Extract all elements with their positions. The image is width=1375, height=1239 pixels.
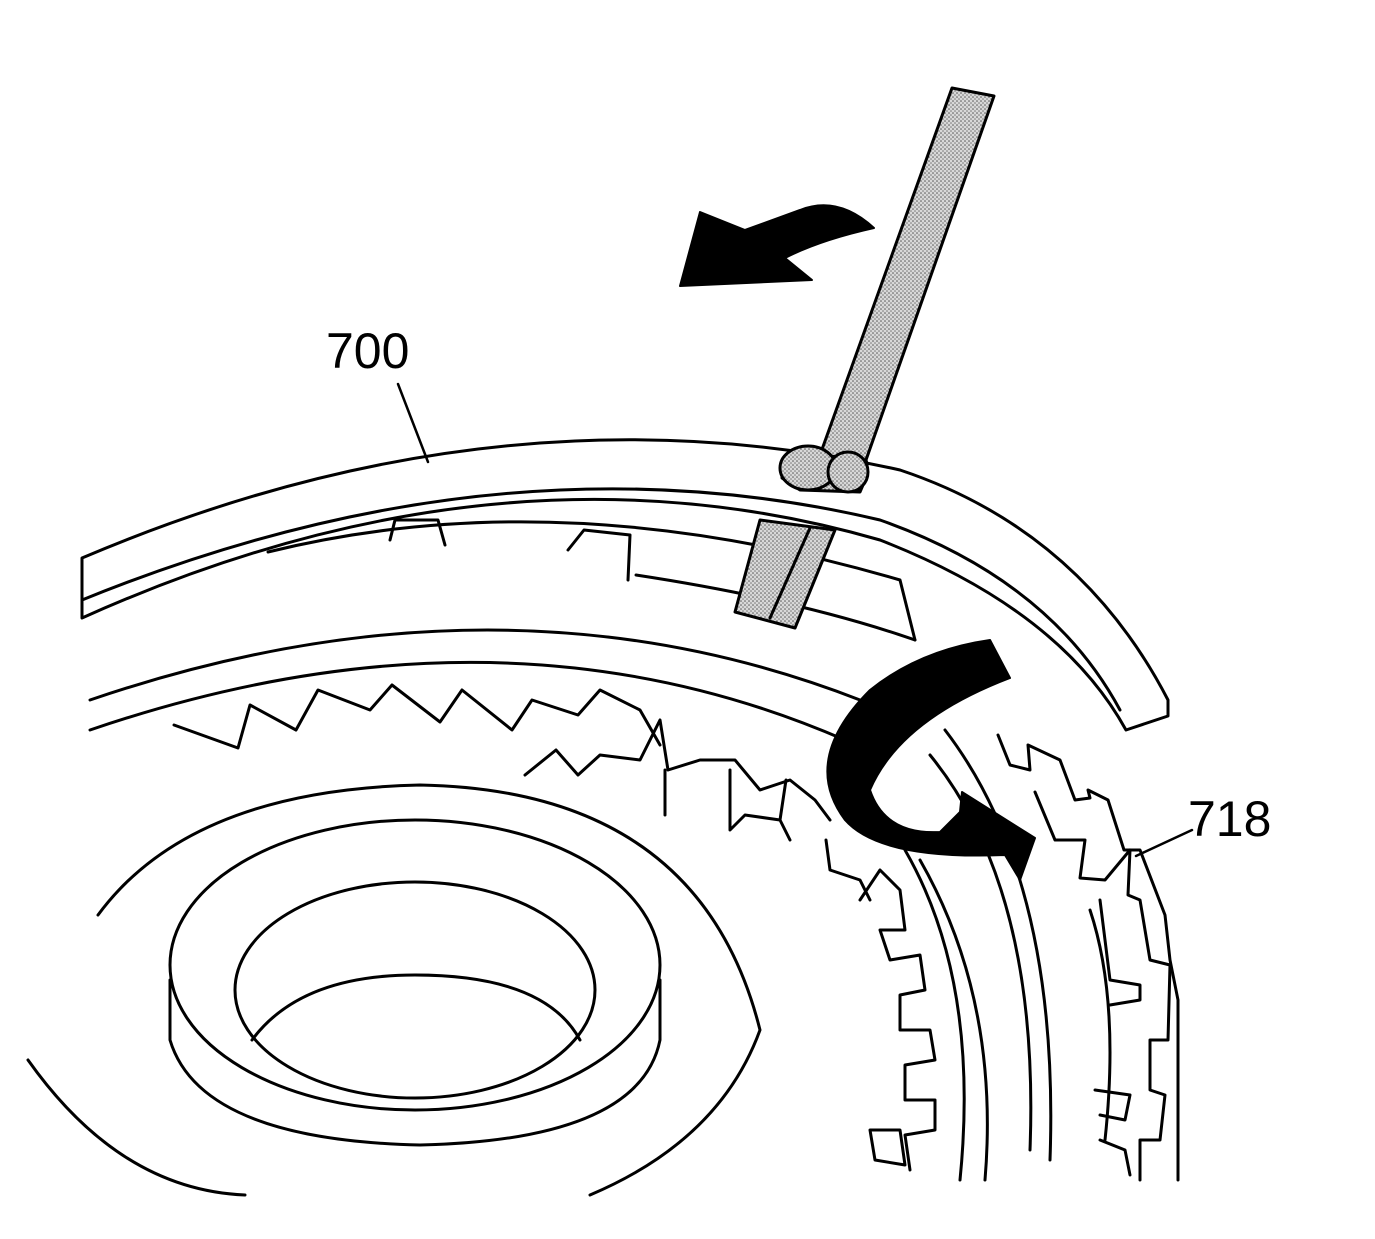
callout-label-718: 718: [1188, 791, 1271, 847]
leader-line-718: [1134, 828, 1194, 858]
rotation-arrow: [826, 639, 1036, 881]
clutch-hub-teeth-right: [858, 848, 989, 1182]
base-ring-outer: [26, 783, 762, 1197]
motion-arrow-left: [679, 204, 875, 287]
callout-718: 718: [1134, 791, 1271, 858]
base-ring-center: [168, 818, 662, 1147]
callout-700: 700: [326, 323, 430, 464]
leader-line-700: [396, 382, 430, 464]
component-718: [928, 728, 1180, 1182]
callout-label-700: 700: [326, 323, 409, 379]
clutch-hub-teeth-upper: [172, 683, 872, 902]
snap-ring-700: [80, 438, 1170, 732]
screwdriver-tool: [733, 86, 996, 630]
